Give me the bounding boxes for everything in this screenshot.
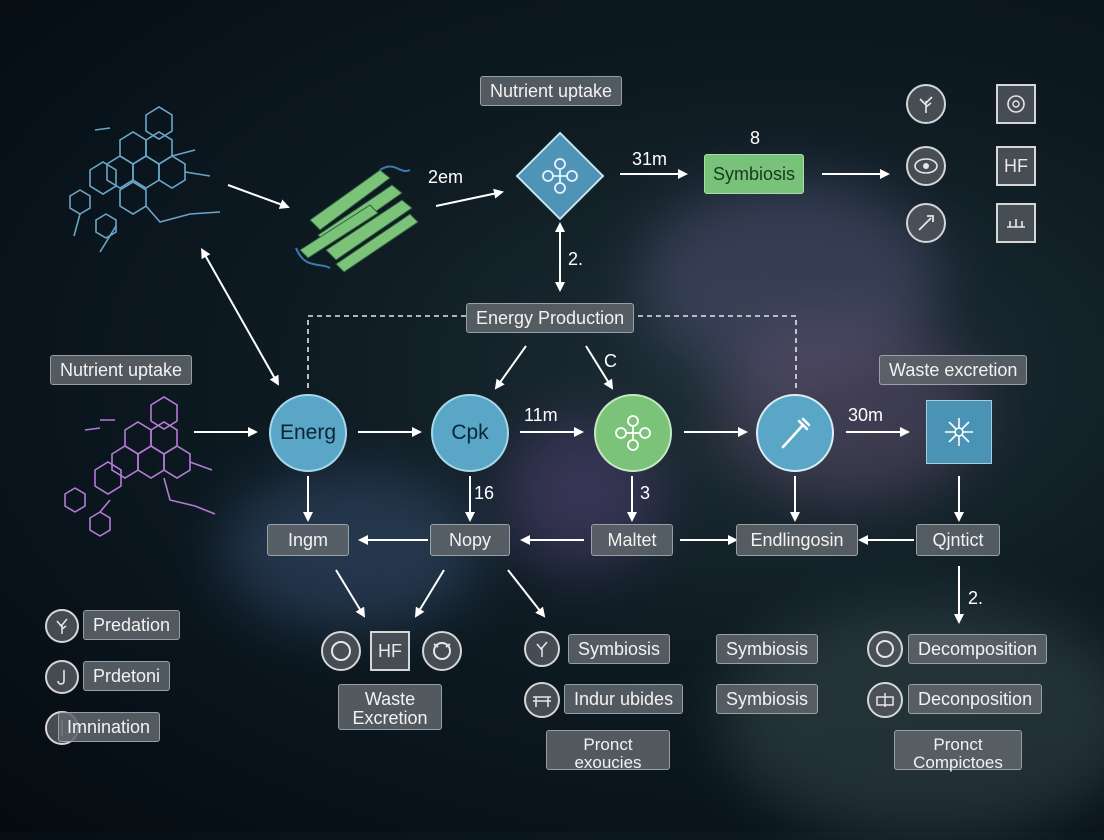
- node-nopy: Nopy: [430, 524, 510, 556]
- node-maltet: Maltet: [591, 524, 673, 556]
- node-symbiosis-3: Symbiosis: [716, 684, 818, 714]
- node-pipette: [756, 394, 834, 472]
- node-cpk: Cpk: [431, 394, 509, 472]
- hf-icon: HF: [996, 146, 1036, 186]
- tree-icon: [906, 84, 946, 124]
- node-pronct-exoucies: Pronct exoucies: [546, 730, 670, 770]
- legend-prdetoni: Prdetoni: [83, 661, 170, 691]
- node-energy-production: Energy Production: [466, 303, 634, 333]
- node-waste-excretion-bottom: Waste Excretion: [338, 684, 442, 730]
- label-nutrient-uptake-top: Nutrient uptake: [480, 76, 622, 106]
- snowflake-icon: [926, 400, 992, 464]
- molecule-mid: [65, 397, 215, 536]
- circle-icon: [321, 631, 361, 671]
- pipette-icon: [773, 411, 817, 455]
- node-indur-ubides: Indur ubides: [564, 684, 683, 714]
- node-endlingosin: Endlingosin: [736, 524, 858, 556]
- ring-icon: [867, 631, 903, 667]
- hook-icon: [45, 660, 79, 694]
- label-16: 16: [474, 483, 494, 504]
- node-symbiosis-2: Symbiosis: [716, 634, 818, 664]
- label-nutrient-uptake-left: Nutrient uptake: [50, 355, 192, 385]
- eye-icon: [906, 146, 946, 186]
- node-symbiosis-top: Symbiosis: [704, 154, 804, 194]
- node-ingm: Ingm: [267, 524, 349, 556]
- network-icon: [611, 411, 655, 455]
- label-30m: 30m: [848, 405, 883, 426]
- label-31m: 31m: [632, 149, 667, 170]
- node-qjntict: Qjntict: [916, 524, 1000, 556]
- hf-bottom-icon: HF: [370, 631, 410, 671]
- node-decomposition-1: Decomposition: [908, 634, 1047, 664]
- label-2em: 2em: [428, 167, 463, 188]
- connector-icon: [996, 203, 1036, 243]
- label-2-right: 2.: [968, 588, 983, 609]
- bench-icon: [524, 682, 560, 718]
- molecule-top: [70, 107, 220, 252]
- table-icon: [867, 682, 903, 718]
- node-decomposition-2: Deconposition: [908, 684, 1042, 714]
- label-c: C: [604, 351, 617, 372]
- legend-imnination: Imnination: [58, 712, 160, 742]
- plant-icon: [524, 631, 560, 667]
- tool-icon: [906, 203, 946, 243]
- node-symbiosis-1: Symbiosis: [568, 634, 670, 664]
- cycle-icon: [422, 631, 462, 671]
- node-pronct-compictoes: Pronct Compictoes: [894, 730, 1022, 770]
- protein-ribbon: [300, 170, 418, 272]
- branch-icon: [45, 609, 79, 643]
- hexagon-cluster-icon: [996, 84, 1036, 124]
- legend-predation: Predation: [83, 610, 180, 640]
- label-2-top: 2.: [568, 249, 583, 270]
- node-energ: Energ: [269, 394, 347, 472]
- label-waste-excretion-right: Waste excretion: [879, 355, 1027, 385]
- label-3: 3: [640, 483, 650, 504]
- label-8: 8: [750, 128, 760, 149]
- label-11m: 11m: [524, 405, 558, 426]
- node-network-green: [594, 394, 672, 472]
